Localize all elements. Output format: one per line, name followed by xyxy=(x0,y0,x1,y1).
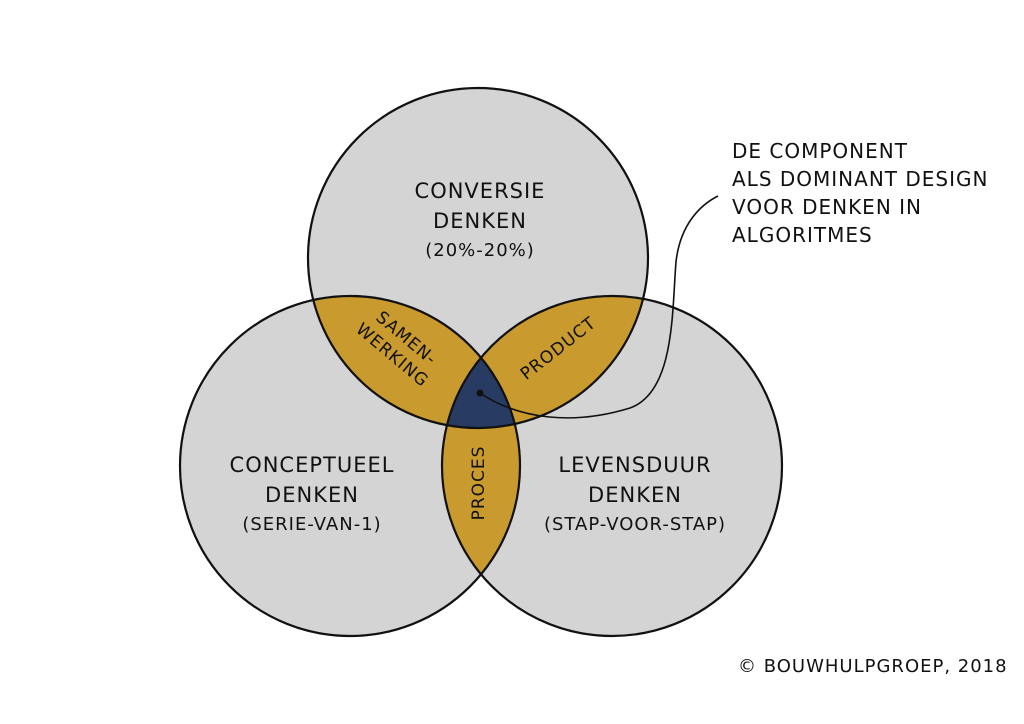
credit-text: © BOUWHULPGROEP, 2018 xyxy=(738,656,1008,677)
right-title-1: LEVENSDUUR xyxy=(558,453,711,477)
right-title-2: DENKEN xyxy=(588,483,682,507)
left-title-1: CONCEPTUEEL xyxy=(230,453,395,477)
annotation-line-4: ALGORITMES xyxy=(732,223,873,247)
overlap-label-proces: PROCES xyxy=(469,446,489,521)
outline-left xyxy=(178,294,522,638)
annotation-pointer-line xyxy=(479,195,719,419)
top-title-2: DENKEN xyxy=(433,209,527,233)
overlap-samenwerking xyxy=(308,296,520,428)
annotation-line-1: DE COMPONENT xyxy=(732,139,908,163)
left-subtitle: (SERIE-VAN-1) xyxy=(242,514,381,535)
outline-right xyxy=(440,294,784,638)
right-subtitle: (STAP-VOOR-STAP) xyxy=(544,514,726,535)
overlap-product xyxy=(442,296,648,428)
outline-top xyxy=(306,86,650,430)
annotation-line-2: ALS DOMINANT DESIGN xyxy=(732,167,988,191)
top-title-1: CONVERSIE xyxy=(415,179,546,203)
top-subtitle: (20%-20%) xyxy=(425,240,535,261)
annotation-line-3: VOOR DENKEN IN xyxy=(732,195,922,219)
left-title-2: DENKEN xyxy=(265,483,359,507)
